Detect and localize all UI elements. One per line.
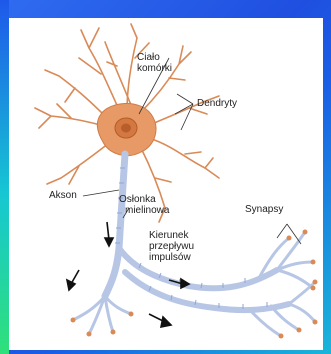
label-cell-body-line1: Ciało xyxy=(137,52,172,63)
label-axon: Akson xyxy=(49,190,77,201)
label-impulse-line2: przepływu xyxy=(149,241,194,252)
label-cell-body-line2: komórki xyxy=(137,63,172,74)
label-myelin-line2: mielinowa xyxy=(125,205,169,216)
left-gradient-strip xyxy=(0,0,9,354)
label-impulse-line3: impulsów xyxy=(149,252,194,263)
label-impulse-line1: Kierunek xyxy=(149,230,194,241)
label-myelin-line1: Osłonka xyxy=(119,194,169,205)
nucleolus xyxy=(121,124,131,133)
label-dendrites: Dendryty xyxy=(197,98,237,109)
label-impulse-direction: Kierunek przepływu impulsów xyxy=(149,230,194,263)
label-myelin: Osłonka mielinowa xyxy=(119,194,169,216)
label-cell-body: Ciało komórki xyxy=(137,52,172,74)
axon xyxy=(105,154,289,310)
diagram-canvas: Ciało komórki Dendryty Akson Osłonka mie… xyxy=(9,18,323,350)
label-synapses: Synapsy xyxy=(245,204,283,215)
